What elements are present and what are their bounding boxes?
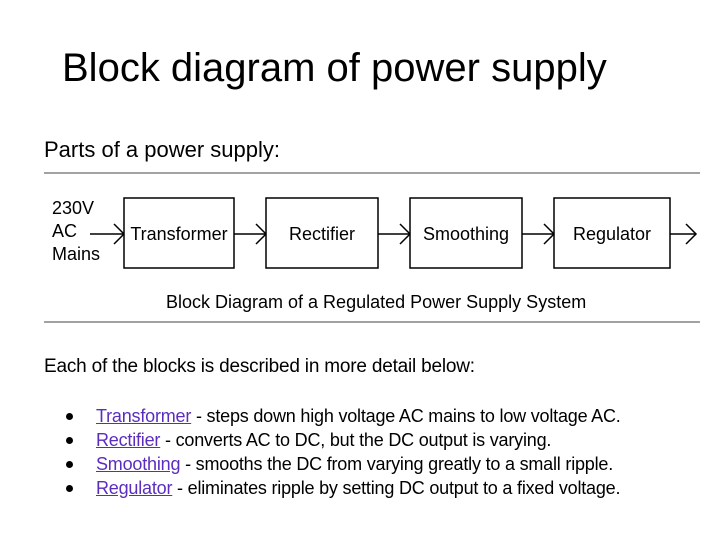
bullet-icon <box>66 485 73 492</box>
block-rectifier-label: Rectifier <box>289 224 355 244</box>
list-item: Smoothing - smooths the DC from varying … <box>54 452 621 476</box>
list-item: Transformer - steps down high voltage AC… <box>54 404 621 428</box>
bullet-icon <box>66 461 73 468</box>
regulator-link[interactable]: Regulator <box>96 478 173 498</box>
block-description-list: Transformer - steps down high voltage AC… <box>54 404 621 500</box>
list-item: Rectifier - converts AC to DC, but the D… <box>54 428 621 452</box>
block-regulator <box>553 197 671 269</box>
transformer-link[interactable]: Transformer <box>96 406 192 426</box>
rectifier-link[interactable]: Rectifier <box>96 430 161 450</box>
block-transformer-label: Transformer <box>130 224 227 244</box>
input-label-line-2: AC <box>52 221 77 241</box>
block-smoothing <box>409 197 523 269</box>
input-label-line-1: 230V <box>52 198 94 218</box>
transformer-description: - steps down high voltage AC mains to lo… <box>191 406 621 426</box>
diagram-caption: Block Diagram of a Regulated Power Suppl… <box>166 292 586 312</box>
block-smoothing-label: Smoothing <box>423 224 509 244</box>
description-intro: Each of the blocks is described in more … <box>44 356 475 377</box>
block-diagram: 230V AC Mains Transformer Rectifier Smoo… <box>44 172 700 323</box>
slide-subtitle: Parts of a power supply: <box>44 137 281 162</box>
bullet-icon <box>66 437 73 444</box>
list-item: Regulator - eliminates ripple by setting… <box>54 476 621 500</box>
rectifier-description: - converts AC to DC, but the DC output i… <box>160 430 552 450</box>
block-regulator-label: Regulator <box>573 224 651 244</box>
regulator-description: - eliminates ripple by setting DC output… <box>172 478 621 498</box>
smoothing-description: - smooths the DC from varying greatly to… <box>180 454 614 474</box>
smoothing-link[interactable]: Smoothing <box>96 454 181 474</box>
block-transformer <box>123 197 235 269</box>
block-diagram-figure: 230V AC Mains Transformer Rectifier Smoo… <box>44 170 700 330</box>
slide-title: Block diagram of power supply <box>62 46 607 90</box>
input-label-line-3: Mains <box>52 244 100 264</box>
arrowhead-output <box>685 223 698 245</box>
block-rectifier <box>265 197 379 269</box>
bullet-icon <box>66 413 73 420</box>
